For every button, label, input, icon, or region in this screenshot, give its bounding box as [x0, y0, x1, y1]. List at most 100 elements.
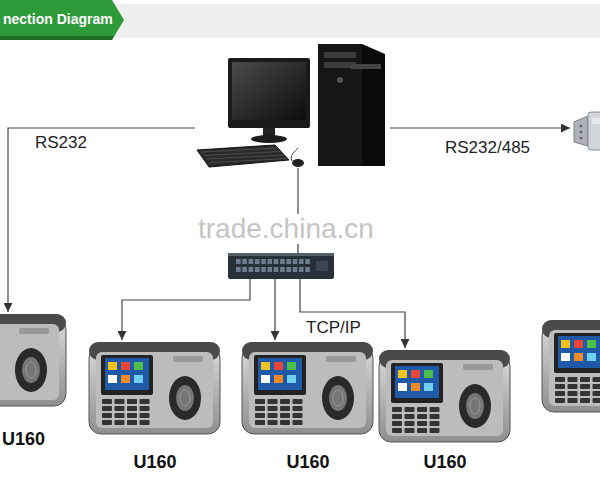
keypad-key: [115, 420, 125, 425]
terminal-face: [549, 330, 600, 406]
screen-icon: [134, 362, 143, 370]
keypad-key: [127, 420, 137, 425]
monitor-screen: [232, 62, 306, 120]
keypad-key: [280, 420, 290, 425]
keypad-key: [140, 413, 150, 418]
keyboard-keys: [210, 159, 287, 163]
keypad-key: [580, 391, 590, 396]
screen-bezel: [254, 355, 306, 395]
keypad-key: [392, 421, 402, 426]
model-label: U160: [375, 452, 515, 472]
screen-icon: [287, 375, 296, 383]
keypad-key: [115, 399, 125, 404]
pin: [580, 137, 583, 140]
screen-icon: [424, 383, 433, 391]
keypad-key: [280, 413, 290, 418]
screen-icon: [108, 362, 117, 370]
brand-plate: [19, 328, 49, 334]
keypad-key: [293, 406, 303, 411]
terminal-face: [96, 352, 213, 428]
terminal-node: [540, 318, 600, 418]
screen-icon: [587, 340, 596, 348]
keypad-key: [293, 420, 303, 425]
terminal-body: [542, 324, 600, 412]
fingerprint-terminal: [540, 318, 600, 416]
fingerprint-sensor: [169, 376, 201, 420]
screen-icon: [274, 362, 283, 370]
keypad-key: [280, 399, 290, 404]
mouse-cable: [291, 148, 298, 161]
keypad-key: [127, 406, 137, 411]
screen: [395, 366, 439, 398]
keypad-key: [555, 384, 565, 389]
terminal-body: [89, 346, 220, 434]
brand-plate: [173, 356, 203, 362]
switch-port: [268, 259, 273, 264]
brand-plate: [463, 364, 493, 370]
fingerprint-glass: [466, 393, 484, 419]
screen-icon: [398, 383, 407, 391]
keypad-key: [593, 391, 600, 396]
screen-icon: [261, 362, 270, 370]
connector: [390, 127, 570, 128]
keypad-key: [568, 391, 578, 396]
switch-port: [293, 259, 298, 264]
switch-node: [228, 253, 334, 279]
keypad-key: [127, 413, 137, 418]
terminal-body: [242, 346, 373, 434]
keypad-key: [127, 399, 137, 404]
converter-shine: [592, 118, 600, 124]
keypad-key: [255, 399, 265, 404]
screen-icon: [411, 370, 420, 378]
keypad-key: [280, 406, 290, 411]
keypad-key: [255, 406, 265, 411]
keypad-key: [580, 377, 590, 382]
terminal-face: [386, 360, 503, 436]
keypad-key: [140, 406, 150, 411]
screen-icon: [574, 340, 583, 348]
keyboard-keys: [207, 155, 284, 159]
screen-icon: [561, 353, 570, 361]
switch-port: [286, 267, 291, 272]
converter-body: [588, 112, 600, 150]
keypad-key: [417, 414, 427, 419]
fingerprint-terminal: [0, 312, 68, 410]
screen-icon: [561, 340, 570, 348]
screen-icon: [398, 370, 407, 378]
pin: [580, 125, 583, 128]
keypad-key: [555, 377, 565, 382]
switch-port: [242, 259, 247, 264]
keypad-key: [255, 420, 265, 425]
fingerprint-glass: [176, 385, 194, 411]
screen-icon: [274, 375, 283, 383]
keypad-key: [392, 414, 402, 419]
keypad-key: [102, 399, 112, 404]
keypad-key: [555, 391, 565, 396]
keypad-key: [417, 421, 427, 426]
screen-bezel: [554, 333, 600, 373]
network-switch: [228, 253, 334, 279]
keypad-key: [102, 406, 112, 411]
keypad-key: [417, 407, 427, 412]
fingerprint-ridge: [180, 390, 190, 406]
drive-bay: [324, 52, 356, 58]
switch-port: [236, 259, 241, 264]
terminal-face: [0, 324, 59, 400]
signal-label: TCP/IP: [306, 318, 361, 338]
screen-icon: [121, 375, 130, 383]
screen: [105, 358, 149, 390]
connector: [122, 279, 250, 340]
converter-node: [570, 108, 600, 154]
fingerprint-sensor: [459, 384, 491, 428]
switch-port: [299, 267, 304, 272]
screen-bezel: [391, 363, 443, 403]
keypad-key: [580, 384, 590, 389]
keypad-key: [405, 407, 415, 412]
fingerprint-terminal: [87, 340, 222, 438]
fingerprint-sensor: [15, 348, 47, 392]
header-tab: [0, 0, 124, 40]
keypad-key: [593, 377, 600, 382]
screen-icon: [424, 370, 433, 378]
switch-panel: [316, 261, 328, 271]
keypad-key: [430, 407, 440, 412]
